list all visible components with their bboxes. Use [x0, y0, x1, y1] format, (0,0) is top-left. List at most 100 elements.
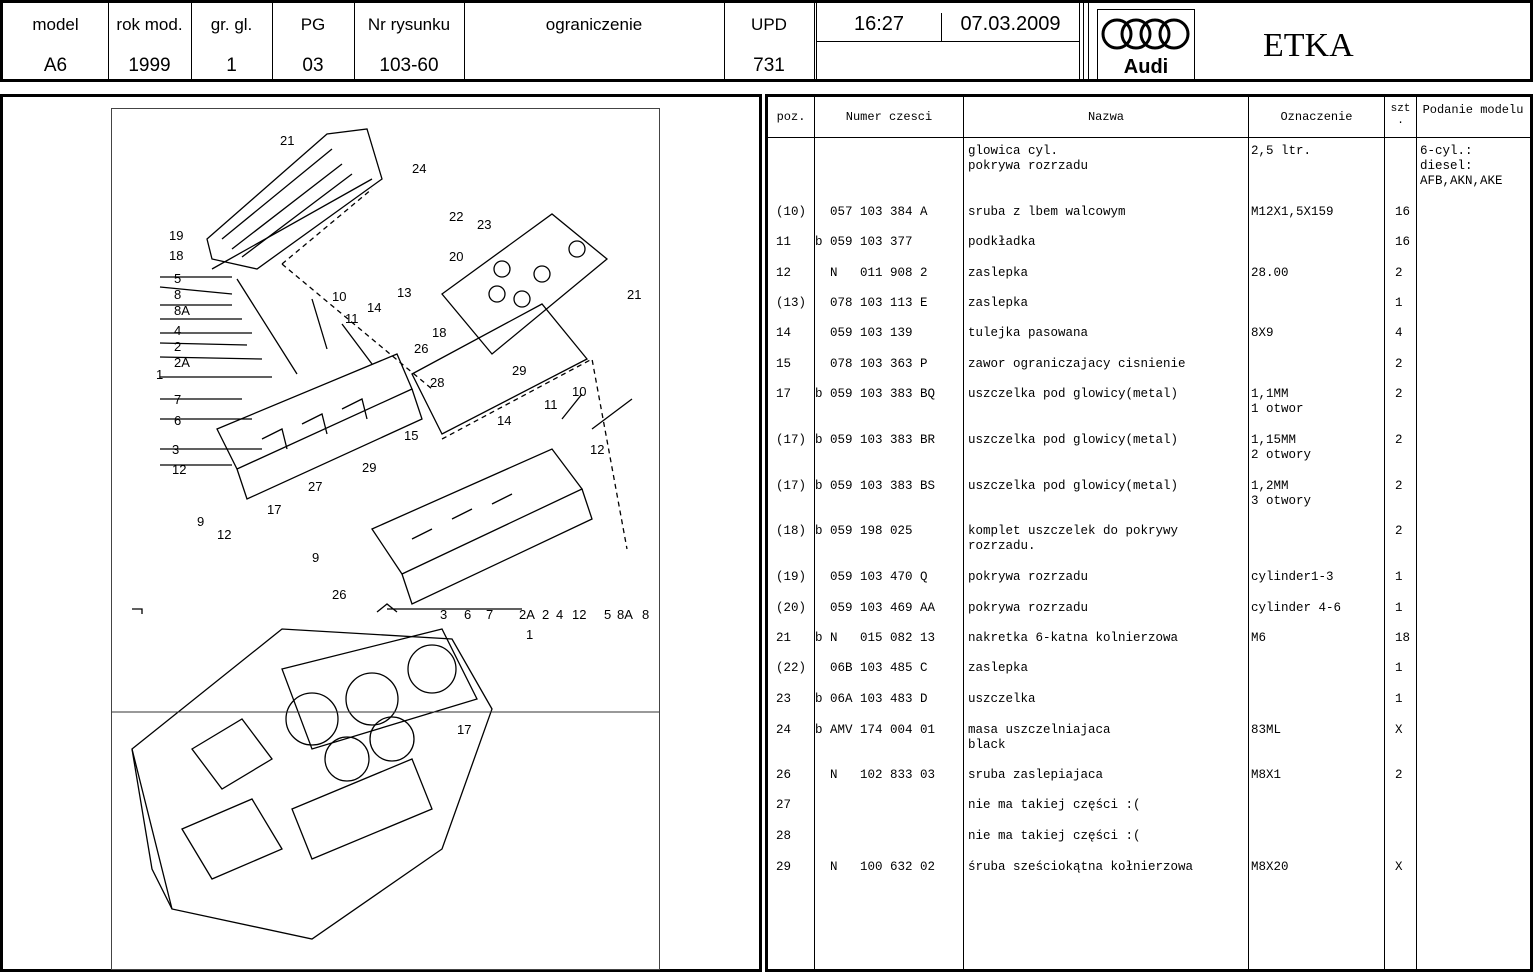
- cell-part-number: 059 103 139: [830, 326, 913, 340]
- svg-text:11: 11: [345, 311, 359, 326]
- header-col-year: rok mod. 1999: [108, 3, 192, 79]
- cell-part-number: 059 198 025: [830, 524, 913, 538]
- svg-text:29: 29: [362, 460, 376, 475]
- cell-qty: 16: [1395, 235, 1411, 249]
- cell-name: nie ma takiej części :(: [968, 798, 1141, 812]
- svg-text:29: 29: [512, 363, 526, 378]
- header-bar: model A6 rok mod. 1999 gr. gl. 1 PG 03 N…: [0, 0, 1533, 82]
- cell-qty: X: [1395, 723, 1403, 737]
- col-divider: [768, 97, 1385, 969]
- cell-qty: 2: [1395, 479, 1403, 493]
- cell-qty: 18: [1395, 631, 1411, 645]
- svg-text:2A: 2A: [519, 607, 535, 622]
- header-value: 1: [226, 55, 237, 76]
- cell-qty: 2: [1395, 266, 1403, 280]
- svg-text:5: 5: [604, 607, 611, 622]
- svg-text:10: 10: [332, 289, 346, 304]
- svg-text:8A: 8A: [617, 607, 633, 622]
- cell-qty: 1: [1395, 661, 1403, 675]
- svg-text:8: 8: [642, 607, 649, 622]
- cell-designation: cylinder1-3: [1251, 570, 1334, 584]
- header-label: model: [32, 15, 79, 34]
- cell-pos: 28: [776, 829, 792, 843]
- header-col-restriction: ograniczenie: [464, 3, 725, 79]
- cell-flag: b: [815, 235, 823, 249]
- svg-text:21: 21: [280, 133, 294, 148]
- divider: [1083, 3, 1089, 79]
- cell-pos: (17): [776, 479, 807, 493]
- svg-text:7: 7: [486, 607, 493, 622]
- header-value: 103-60: [379, 55, 439, 76]
- cell-designation: cylinder 4-6: [1251, 601, 1342, 615]
- cell-designation: 2,5 ltr.: [1251, 144, 1312, 158]
- svg-text:1: 1: [526, 627, 533, 642]
- svg-text:4: 4: [556, 607, 563, 622]
- svg-text:8: 8: [174, 287, 181, 302]
- cell-name: uszczelka pod glowicy(metal): [968, 479, 1179, 493]
- svg-text:17: 17: [267, 502, 281, 517]
- svg-text:26: 26: [414, 341, 428, 356]
- cell-pos: (19): [776, 570, 807, 584]
- svg-text:14: 14: [497, 413, 511, 428]
- cell-designation: M8X1: [1251, 768, 1282, 782]
- cell-qty: 2: [1395, 524, 1403, 538]
- col-header-pos: poz.: [776, 110, 806, 124]
- cell-name: zaslepka: [968, 661, 1029, 675]
- app-title: ETKA: [1263, 27, 1354, 64]
- svg-text:2A: 2A: [174, 355, 190, 370]
- svg-text:1: 1: [156, 367, 163, 382]
- cell-pos: 21: [776, 631, 792, 645]
- col-header-model: Podanie modelu: [1422, 103, 1524, 117]
- svg-text:12: 12: [217, 527, 231, 542]
- svg-text:9: 9: [197, 514, 204, 529]
- cell-pos: (13): [776, 296, 807, 310]
- svg-text:13: 13: [397, 285, 411, 300]
- cell-designation: 1,1MM 1 otwor: [1251, 387, 1304, 416]
- cell-name: uszczelka pod glowicy(metal): [968, 387, 1179, 401]
- cell-part-number: 059 103 469 AA: [830, 601, 936, 615]
- cell-pos: (10): [776, 205, 807, 219]
- cell-part-number: 059 103 383 BR: [830, 433, 936, 447]
- svg-text:3: 3: [440, 607, 447, 622]
- cell-qty: 2: [1395, 768, 1403, 782]
- col-header-part-number: Numer czesci: [845, 110, 933, 124]
- svg-text:18: 18: [169, 248, 183, 263]
- cell-pos: (17): [776, 433, 807, 447]
- svg-text:6: 6: [464, 607, 471, 622]
- cell-pos: 24: [776, 723, 792, 737]
- cell-part-number: 059 103 383 BQ: [830, 387, 936, 401]
- svg-text:27: 27: [308, 479, 322, 494]
- cell-pos: (22): [776, 661, 807, 675]
- svg-text:17: 17: [457, 722, 471, 737]
- parts-table-panel: poz. Numer czesci Nazwa Oznaczenie szt .…: [765, 94, 1533, 972]
- audi-logo: Audi: [1097, 9, 1195, 81]
- col-divider: [768, 97, 815, 969]
- cell-qty: 4: [1395, 326, 1403, 340]
- header-value: 03: [302, 55, 324, 76]
- header-col-drawing-number: Nr rysunku 103-60: [354, 3, 465, 79]
- cell-flag: b: [815, 631, 823, 645]
- cell-part-number: 059 103 470 Q: [830, 570, 928, 584]
- svg-text:6: 6: [174, 413, 181, 428]
- cell-name: uszczelka pod glowicy(metal): [968, 433, 1179, 447]
- cell-name: zawor ograniczajacy cisnienie: [968, 357, 1186, 371]
- cell-name: komplet uszczelek do pokrywy rozrzadu.: [968, 524, 1179, 553]
- svg-text:11: 11: [544, 397, 558, 412]
- svg-text:24: 24: [412, 161, 426, 176]
- header-label: Nr rysunku: [367, 15, 451, 34]
- cell-pos: 15: [776, 357, 792, 371]
- svg-text:19: 19: [169, 228, 183, 243]
- cell-pos: 26: [776, 768, 792, 782]
- svg-text:18: 18: [432, 325, 446, 340]
- cell-part-number: 059 103 383 BS: [830, 479, 936, 493]
- cell-name: nie ma takiej części :(: [968, 829, 1141, 843]
- svg-text:15: 15: [404, 428, 418, 443]
- cell-part-number: 06B 103 485 C: [830, 661, 928, 675]
- col-divider: [768, 97, 964, 969]
- header-col-model: model A6: [3, 3, 109, 79]
- header-label: gr. gl.: [210, 15, 253, 34]
- cell-part-number: AMV 174 004 01: [830, 723, 936, 737]
- header-divider: [768, 137, 1530, 138]
- cell-part-number: N 015 082 13: [830, 631, 936, 645]
